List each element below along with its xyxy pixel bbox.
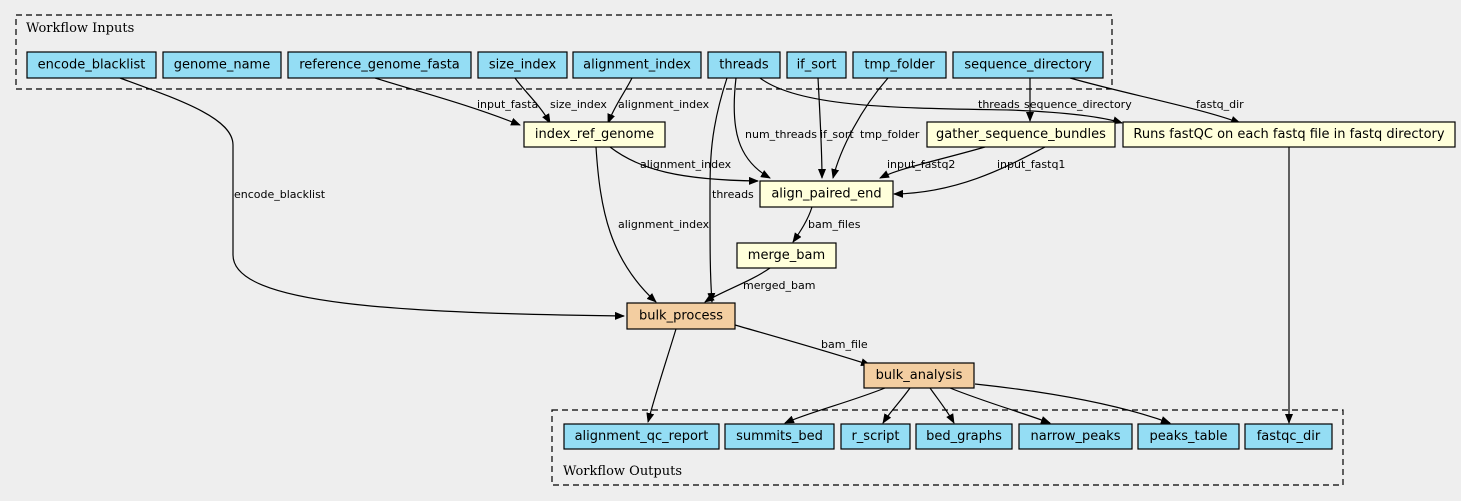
node-peaks-table[interactable]: peaks_table: [1137, 423, 1240, 450]
node-label: peaks_table: [1150, 429, 1228, 444]
node-label: bulk_analysis: [876, 368, 963, 383]
node-bed-graphs[interactable]: bed_graphs: [915, 423, 1013, 450]
edge-label-alignment-index-3: alignment_index: [618, 218, 710, 231]
edge-merge-to-bulk-process: [704, 267, 771, 303]
workflow-outputs-label: Workflow Outputs: [563, 464, 682, 479]
edge-label-size-index: size_index: [550, 98, 607, 111]
node-label: size_index: [489, 58, 557, 73]
node-label: threads: [719, 58, 769, 73]
node-label: sequence_directory: [964, 58, 1092, 73]
node-bulk-process[interactable]: bulk_process: [626, 302, 736, 330]
node-reference-genome-fasta[interactable]: reference_genome_fasta: [287, 51, 472, 79]
edge-label-encode-blacklist: encode_blacklist: [234, 188, 326, 201]
edge-sequence-directory-to-fastqc: [1069, 77, 1241, 124]
edge-gather-to-align-fastq1: [893, 146, 1046, 198]
node-sequence-directory[interactable]: sequence_directory: [952, 51, 1104, 79]
node-fastqc-step[interactable]: Runs fastQC on each fastq file in fastq …: [1122, 121, 1456, 148]
edge-label-input-fastq1: input_fastq1: [997, 158, 1065, 171]
node-fastqc-dir[interactable]: fastqc_dir: [1244, 423, 1333, 450]
node-label: if_sort: [797, 58, 837, 73]
edge-label-fastq-dir: fastq_dir: [1196, 98, 1244, 111]
node-merge-bam[interactable]: merge_bam: [736, 242, 837, 269]
edge-gather-to-align-fastq2: [879, 146, 986, 179]
edge-label-if-sort: if_sort: [820, 128, 854, 141]
edge-label-tmp-folder: tmp_folder: [860, 128, 920, 141]
output-nodes: alignment_qc_report summits_bed r_script…: [563, 423, 1333, 450]
edge-label-input-fasta: input_fasta: [477, 98, 538, 111]
edge-label-threads-1: threads: [978, 98, 1020, 111]
edge-threads-to-align: [733, 77, 771, 179]
node-label: r_script: [851, 429, 899, 444]
edge-label-bam-file: bam_file: [821, 338, 868, 351]
edge-analysis-to-narrow-peaks: [949, 387, 1051, 424]
edge-index-to-align: [609, 146, 759, 185]
edge-alignment-index-to-index: [607, 77, 633, 124]
edge-size-index-to-index: [514, 77, 551, 124]
node-tmp-folder[interactable]: tmp_folder: [852, 51, 947, 79]
node-gather-sequence-bundles[interactable]: gather_sequence_bundles: [926, 121, 1116, 148]
workflow-outputs-cluster: Workflow Outputs: [551, 409, 1344, 486]
edge-label-input-fastq2: input_fastq2: [887, 158, 955, 171]
node-label: Runs fastQC on each fastq file in fastq …: [1133, 127, 1444, 142]
edge-label-threads-2: threads: [712, 188, 754, 201]
edge-label-merged-bam: merged_bam: [743, 279, 815, 292]
edge-threads-to-fastqc: [759, 77, 1123, 125]
edge-threads-to-bulk-process: [707, 77, 728, 303]
node-label: index_ref_genome: [535, 127, 654, 142]
edge-label-sequence-directory: sequence_directory: [1024, 98, 1132, 111]
node-align-paired-end[interactable]: align_paired_end: [759, 180, 894, 208]
node-alignment-qc-report[interactable]: alignment_qc_report: [563, 423, 720, 450]
node-label: reference_genome_fasta: [299, 58, 460, 73]
node-label: narrow_peaks: [1031, 429, 1121, 444]
edge-tmp-folder-to-align: [831, 77, 889, 179]
node-genome-name[interactable]: genome_name: [162, 51, 282, 79]
node-label: alignment_qc_report: [575, 429, 709, 444]
input-nodes: encode_blacklist genome_name reference_g…: [26, 51, 1104, 79]
node-label: merge_bam: [748, 248, 825, 263]
node-label: bed_graphs: [926, 429, 1002, 444]
edge-label-bam-files: bam_files: [808, 218, 861, 231]
edge-index-to-bulk-process: [595, 146, 657, 303]
step-nodes: index_ref_genome gather_sequence_bundles…: [523, 121, 1456, 389]
node-size-index[interactable]: size_index: [477, 51, 568, 79]
node-label: tmp_folder: [864, 58, 935, 73]
node-label: encode_blacklist: [38, 58, 146, 73]
node-narrow-peaks[interactable]: narrow_peaks: [1018, 423, 1133, 450]
node-label: alignment_index: [583, 58, 691, 73]
edge-analysis-to-summits-bed: [784, 387, 886, 424]
node-summits-bed[interactable]: summits_bed: [724, 423, 835, 450]
edge-analysis-to-peaks-table: [974, 383, 1171, 424]
node-bulk-analysis[interactable]: bulk_analysis: [863, 362, 975, 389]
node-label: bulk_process: [639, 309, 723, 324]
node-alignment-index[interactable]: alignment_index: [572, 51, 702, 79]
edge-bulk-process-to-qc-report: [646, 328, 677, 423]
edge-analysis-to-bed-graphs: [929, 387, 955, 424]
node-label: fastqc_dir: [1257, 429, 1321, 444]
edges: [119, 77, 1293, 424]
node-label: summits_bed: [736, 429, 823, 444]
edge-bulk-process-to-analysis: [734, 324, 871, 367]
node-if-sort[interactable]: if_sort: [786, 51, 847, 79]
edge-reference-fasta-to-index: [374, 77, 521, 126]
edge-encode-blacklist-to-bulk-process: [119, 77, 625, 320]
node-label: genome_name: [174, 58, 270, 73]
node-r-script[interactable]: r_script: [840, 423, 911, 450]
edge-labels: input_fasta size_index alignment_index t…: [234, 98, 1244, 351]
workflow-inputs-label: Workflow Inputs: [26, 21, 134, 36]
edge-label-alignment-index-2: alignment_index: [640, 158, 732, 171]
node-label: gather_sequence_bundles: [936, 127, 1106, 142]
node-encode-blacklist[interactable]: encode_blacklist: [26, 51, 157, 79]
node-index-ref-genome[interactable]: index_ref_genome: [523, 121, 666, 148]
edge-align-to-merge: [792, 206, 813, 243]
node-threads[interactable]: threads: [707, 51, 781, 79]
node-label: align_paired_end: [771, 187, 881, 202]
edge-label-alignment-index-1: alignment_index: [618, 98, 710, 111]
workflow-inputs-cluster: Workflow Inputs: [15, 14, 1113, 90]
edge-if-sort-to-align: [817, 77, 826, 179]
edge-analysis-to-r-script: [882, 387, 911, 424]
edge-label-num-threads: num_threads: [745, 128, 817, 141]
